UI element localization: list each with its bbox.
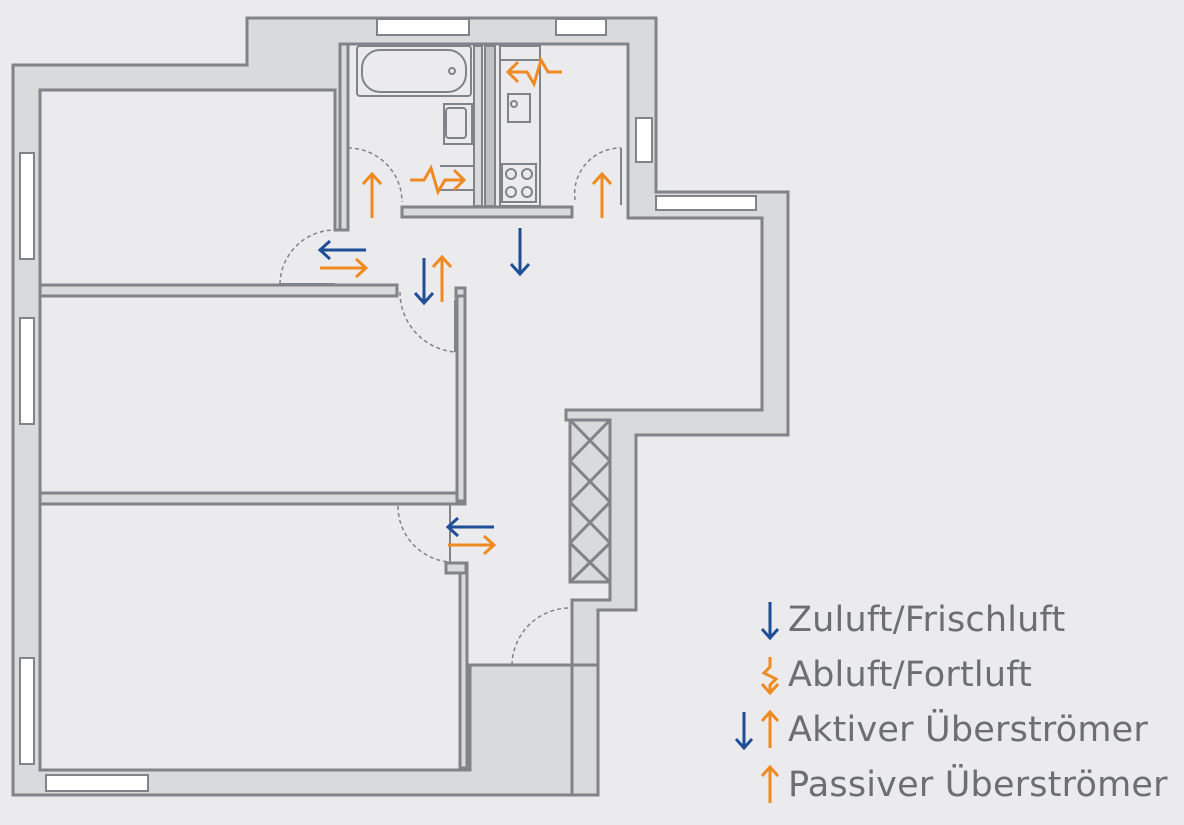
exhaust-arrow-kitchen <box>505 56 562 88</box>
up-arrow-orange-icon <box>760 764 780 803</box>
legend-label-supply: Zuluft/Frischluft <box>788 599 1066 640</box>
passive-overflow-arrow-kitchen <box>591 171 613 218</box>
active-overflow-arrows-room1 <box>317 239 369 279</box>
legend-item-passive: Passiver Überströmer <box>728 763 1168 806</box>
legend-label-active: Aktiver Überströmer <box>788 709 1148 750</box>
down-blue-up-orange-arrows-icon <box>734 709 780 750</box>
active-overflow-arrows-room3 <box>445 516 497 556</box>
bathroom-fixtures <box>356 45 541 207</box>
legend-label-exhaust: Abluft/Fortluft <box>788 654 1033 695</box>
legend: Zuluft/Frischluft Abluft/Fortluft Aktive… <box>728 598 1168 806</box>
legend-item-supply: Zuluft/Frischluft <box>728 598 1168 641</box>
down-arrow-blue-icon <box>760 601 780 640</box>
interior-walls <box>38 42 600 797</box>
legend-label-passive: Passiver Überströmer <box>788 764 1168 805</box>
exhaust-arrow-bathroom <box>410 164 467 196</box>
door-leaves <box>280 148 622 666</box>
supply-arrow-hall <box>509 228 531 277</box>
legend-item-active: Aktiver Überströmer <box>728 708 1168 751</box>
windows <box>19 18 757 792</box>
active-overflow-arrows-room2 <box>413 254 453 306</box>
zigzag-arrow-orange-icon <box>760 656 780 695</box>
legend-item-exhaust: Abluft/Fortluft <box>728 653 1168 696</box>
outer-walls <box>11 16 790 797</box>
passive-overflow-arrow-bathroom <box>361 171 383 218</box>
door-swings <box>279 147 622 666</box>
closet-shaft <box>568 418 612 584</box>
